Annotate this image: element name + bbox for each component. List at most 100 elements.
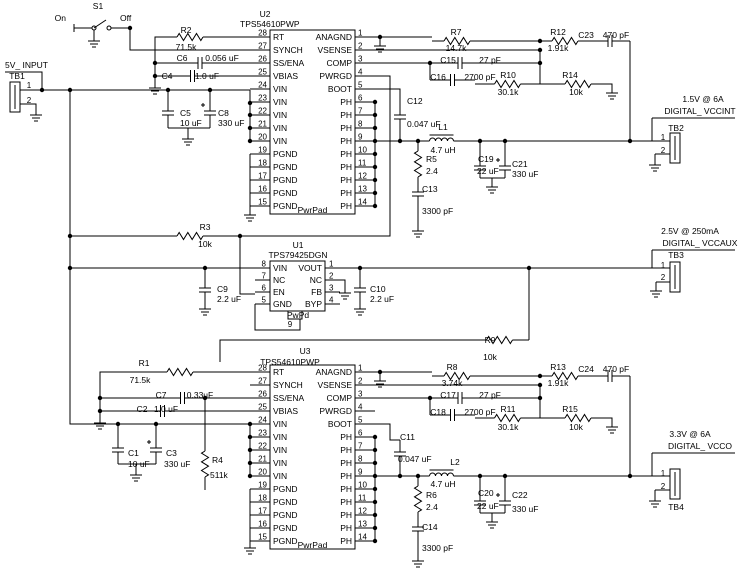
c12-val: 0.047 uF bbox=[407, 119, 441, 129]
c13-val: 3300 pF bbox=[422, 206, 453, 216]
resistor-r15 bbox=[564, 413, 592, 423]
capacitor-c1 bbox=[112, 447, 124, 453]
c10-val: 2.2 uF bbox=[370, 294, 394, 304]
c15-val: 27 pF bbox=[479, 55, 501, 65]
tb2-rating: 1.5V @ 6A bbox=[682, 94, 724, 104]
ic-body bbox=[269, 29, 356, 215]
pin-number: 25 bbox=[258, 68, 267, 77]
c12-ref: C12 bbox=[407, 96, 423, 106]
pin-number: 27 bbox=[258, 42, 267, 51]
capacitor-c2 bbox=[160, 405, 165, 417]
pin-number: 1 bbox=[358, 364, 363, 373]
terminal-tb4 bbox=[669, 468, 681, 500]
junction-dot bbox=[372, 525, 378, 531]
pin-name: PGND bbox=[273, 162, 298, 172]
pin-number: 8 bbox=[358, 455, 363, 464]
c5-val: 10 uF bbox=[180, 118, 202, 128]
junction-dot bbox=[397, 138, 403, 144]
pin-name: PH bbox=[340, 432, 352, 442]
pin-name: SS/ENA bbox=[273, 393, 305, 403]
pin-number: 12 bbox=[358, 172, 367, 181]
pin-name: VIN bbox=[273, 123, 287, 133]
c24-val: 470 pF bbox=[603, 364, 629, 374]
pin-number: 27 bbox=[258, 377, 267, 386]
tb4-net: DIGITAL_ VCCO bbox=[668, 441, 732, 451]
pin-number: 7 bbox=[262, 272, 267, 281]
c10-ref: C10 bbox=[370, 284, 386, 294]
ground-symbol bbox=[182, 138, 194, 146]
pin-name: VIN bbox=[273, 263, 287, 273]
pin-name: SS/ENA bbox=[273, 58, 305, 68]
tb3-rating: 2.5V @ 250mA bbox=[661, 226, 719, 236]
vin-rail-u3 bbox=[69, 90, 250, 425]
pin-number: 15 bbox=[258, 533, 267, 542]
tb4-pin1: 1 bbox=[661, 469, 666, 478]
pin-number: 1 bbox=[358, 29, 363, 38]
r5-val: 2.4 bbox=[426, 166, 438, 176]
pin-name: VBIAS bbox=[273, 406, 298, 416]
junction-dot bbox=[427, 395, 433, 401]
r12-ref: R12 bbox=[550, 27, 566, 37]
ground-symbol bbox=[374, 45, 386, 53]
capacitor-c23 bbox=[607, 35, 613, 47]
pin-number: 28 bbox=[258, 364, 267, 373]
c1-val: 10 uF bbox=[128, 459, 150, 469]
resistor-r9 bbox=[486, 335, 513, 345]
pin-name: PH bbox=[340, 458, 352, 468]
r10-val: 30.1k bbox=[498, 87, 520, 97]
ground-symbol bbox=[486, 186, 498, 194]
c11-val: 0.047 uF bbox=[398, 454, 432, 464]
s1-on: On bbox=[55, 13, 67, 23]
r9-val: 10k bbox=[483, 352, 497, 362]
wire bbox=[375, 88, 401, 102]
resistor-r7 bbox=[443, 36, 471, 46]
c1-ref: C1 bbox=[128, 448, 139, 458]
c23-ref: C23 bbox=[578, 30, 594, 40]
junction-dot bbox=[372, 151, 378, 157]
input-net: 5V_ INPUT bbox=[5, 60, 48, 70]
pin-number: 10 bbox=[358, 481, 367, 490]
capacitor-c18 bbox=[450, 409, 455, 421]
pin-name: BOOT bbox=[328, 84, 352, 94]
pin-name: PH bbox=[340, 149, 352, 159]
junction-dot bbox=[357, 265, 363, 271]
junction-dot bbox=[372, 177, 378, 183]
capacitor-c17 bbox=[457, 392, 463, 404]
pin-number: 24 bbox=[258, 81, 267, 90]
junction-dot bbox=[372, 434, 378, 440]
pin-number: 21 bbox=[258, 120, 267, 129]
c14-ref: C14 bbox=[422, 522, 438, 532]
capacitor-c6 bbox=[197, 57, 203, 69]
pin-name: PH bbox=[340, 123, 352, 133]
ground-symbol bbox=[354, 308, 366, 316]
pin-number: 19 bbox=[258, 481, 267, 490]
ground-symbol bbox=[149, 87, 161, 95]
pin-name: PH bbox=[340, 484, 352, 494]
pwrgd-u3-pullup bbox=[219, 339, 470, 362]
capacitor-c16 bbox=[450, 74, 455, 86]
junction-dot bbox=[372, 190, 378, 196]
c8-val: 330 uF bbox=[218, 118, 244, 128]
junction-dot bbox=[202, 265, 208, 271]
agnd-net bbox=[154, 36, 160, 85]
pin-name: VSENSE bbox=[318, 45, 353, 55]
junction-dot bbox=[165, 87, 171, 93]
pin-number: 5 bbox=[358, 416, 363, 425]
ground-symbol bbox=[374, 380, 386, 388]
ground-symbol bbox=[606, 92, 618, 100]
pin-number: 24 bbox=[258, 416, 267, 425]
pin-name: VIN bbox=[273, 97, 287, 107]
pin-number: 23 bbox=[258, 94, 267, 103]
pin-number: 16 bbox=[258, 520, 267, 529]
c24-ref: C24 bbox=[578, 364, 594, 374]
terminal-tb1-ref: TB1 bbox=[9, 71, 25, 81]
r1-ref: R1 bbox=[139, 358, 150, 368]
c7-val: 0.33uF bbox=[187, 390, 213, 400]
pin-name: VBIAS bbox=[273, 71, 298, 81]
agnd-u3 bbox=[99, 371, 110, 420]
c22-val: 330 uF bbox=[512, 504, 538, 514]
pin-name: PH bbox=[340, 523, 352, 533]
pin-number: 17 bbox=[258, 172, 267, 181]
pin-number: 6 bbox=[358, 429, 363, 438]
pin-number: 20 bbox=[258, 468, 267, 477]
